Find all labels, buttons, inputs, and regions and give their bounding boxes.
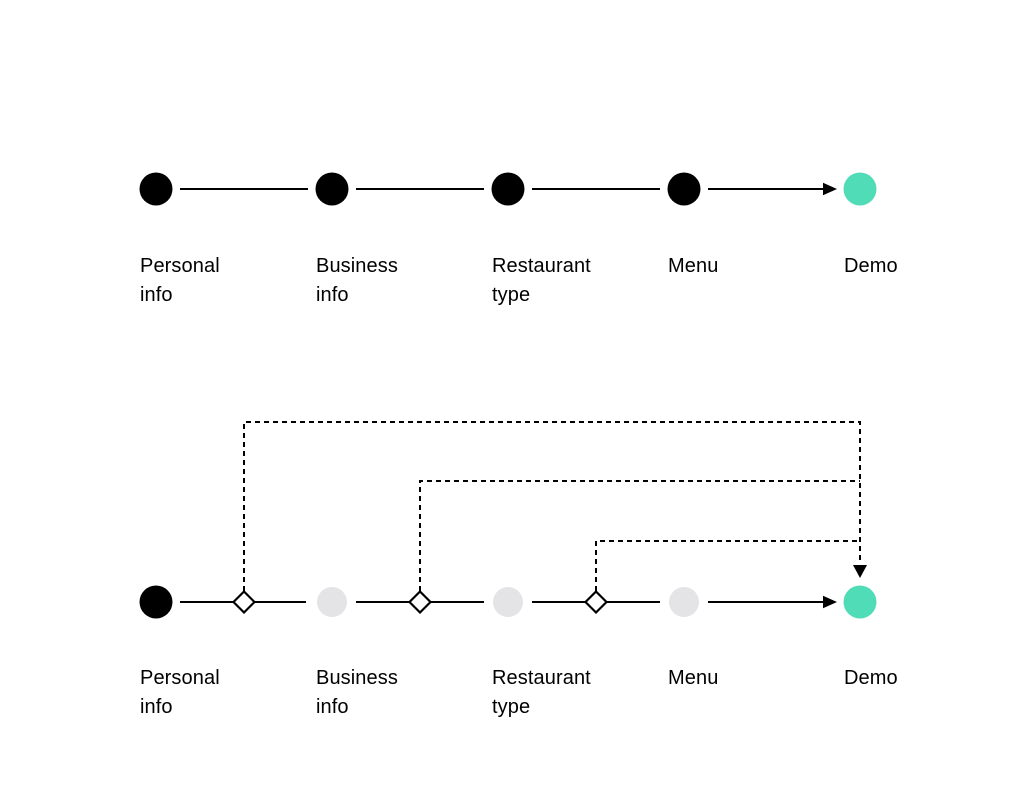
step-label-demo: Demo [844,255,898,277]
arrow-right-icon [823,595,837,609]
node-restaurant-type [491,172,525,206]
step-label-personal-info: Personal info [140,255,220,306]
skip-path-restaurant-to-demo [595,540,860,591]
step-label-menu: Menu [668,255,719,277]
node-demo [843,585,877,619]
node-restaurant-type [493,587,523,617]
skip-step-label-business-info: Business info [316,667,398,718]
node-personal-info [139,585,173,619]
skip-step-label-demo: Demo [844,667,898,689]
skip-step-label-personal-info: Personal info [140,667,220,718]
node-business-info [317,587,347,617]
decision-diamond-after-business [407,589,433,615]
node-menu [667,172,701,206]
arrow-right-icon [823,182,837,196]
decision-diamond-after-restaurant [583,589,609,615]
linear-flow-graphic [139,172,877,206]
node-menu [669,587,699,617]
node-personal-info [139,172,173,206]
step-label-business-info: Business info [316,255,398,306]
arrow-down-icon [853,565,867,578]
skip-path-business-to-demo [419,480,860,591]
step-label-restaurant-type: Restaurant type [492,255,591,306]
node-business-info [315,172,349,206]
skip-step-label-menu: Menu [668,667,719,689]
decision-diamond-after-personal [231,589,257,615]
skip-step-label-restaurant-type: Restaurant type [492,667,591,718]
skip-path-personal-to-demo [243,421,861,591]
skip-flow-graphic [139,421,877,619]
node-demo [843,172,877,206]
